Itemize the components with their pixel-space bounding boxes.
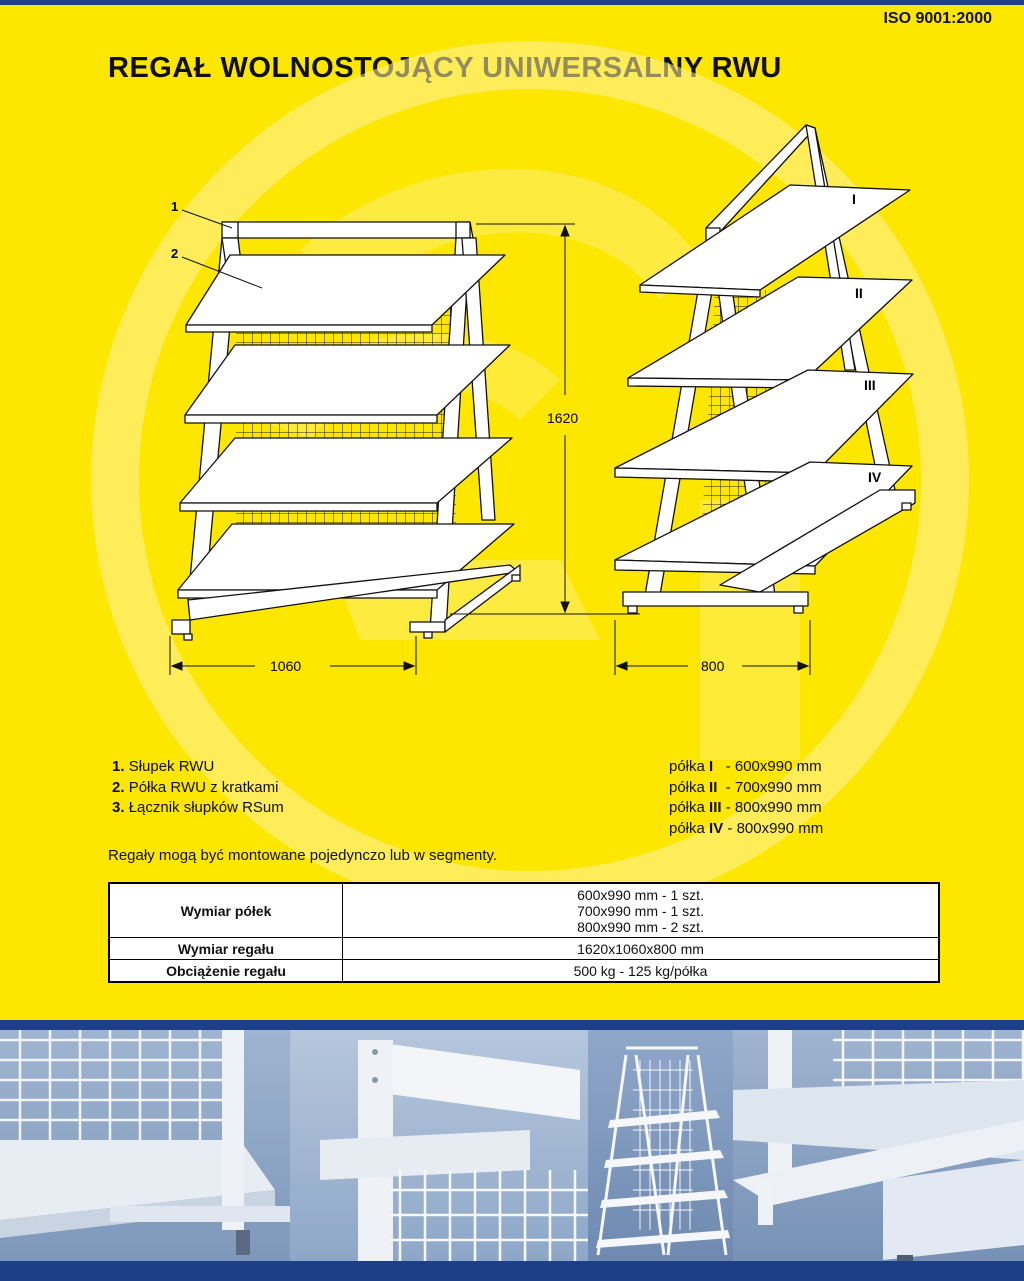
callouts: 1 2: [171, 199, 263, 289]
table-row: Obciążenie regału 500 kg - 125 kg/półka: [108, 959, 940, 983]
photo-strip: [0, 1030, 1024, 1261]
photo-top-beam: [290, 1030, 588, 1261]
width-dimension: [169, 636, 417, 675]
parts-legend: 1. Słupek RWU 2. Półka RWU z kratkami 3.…: [112, 757, 284, 819]
shelf-size-row: półka IV - 800x990 mm: [669, 819, 824, 837]
legend-item: 2. Półka RWU z kratkami: [112, 778, 279, 796]
shelf-size-row: półka III - 800x990 mm: [669, 799, 822, 816]
shelf-mark-iv: IV: [868, 469, 882, 485]
front-view: [171, 221, 521, 641]
spec-label: Wymiar regału: [108, 937, 343, 960]
table-row: Wymiar regału 1620x1060x800 mm: [108, 937, 940, 960]
spec-label: Obciążenie regału: [108, 959, 343, 983]
photo-shelf-corner: [0, 1030, 290, 1261]
table-row: Wymiar półek 600x990 mm - 1 szt. 700x990…: [108, 882, 940, 938]
callout-2: 2: [171, 246, 178, 261]
height-dimension: [450, 223, 640, 615]
callout-1: 1: [171, 199, 178, 214]
dimension-width-label: 1060: [270, 658, 301, 674]
photo-base-detail: [733, 1030, 1024, 1261]
photo-strip-bottom-bar: [0, 1261, 1024, 1281]
spec-value: 500 kg - 125 kg/półka: [342, 959, 940, 983]
dimension-height-label: 1620: [547, 410, 578, 426]
shelf-mark-ii: II: [855, 285, 863, 301]
spec-value: 600x990 mm - 1 szt. 700x990 mm - 1 szt. …: [342, 882, 940, 938]
depth-dimension: [614, 620, 811, 675]
shelf-size-row: półka II - 700x990 mm: [669, 778, 822, 796]
legend-item: 1. Słupek RWU: [112, 758, 215, 775]
shelf-size-row: półka I - 600x990 mm: [669, 758, 822, 775]
assembly-note: Regały mogą być montowane pojedynczo lub…: [108, 847, 498, 864]
spec-table: Wymiar półek 600x990 mm - 1 szt. 700x990…: [108, 882, 940, 983]
shelf-sizes: półka I - 600x990 mm półka II - 700x990 …: [669, 757, 823, 839]
shelf-marks: I II III IV: [852, 191, 882, 485]
photo-strip-top-bar: [0, 1020, 1024, 1030]
legend-item: 3. Łącznik słupków RSum: [112, 799, 284, 816]
shelf-mark-iii: III: [864, 377, 876, 393]
spec-label: Wymiar półek: [108, 882, 343, 938]
technical-drawing: 1 2 1620 1060: [169, 124, 916, 675]
side-view: [614, 124, 916, 614]
iso-certificate: ISO 9001:2000: [883, 10, 992, 27]
top-bar: [0, 0, 1024, 5]
spec-value: 1620x1060x800 mm: [342, 937, 940, 960]
shelf-mark-i: I: [852, 191, 856, 207]
photo-full-shelf: [588, 1030, 733, 1261]
dimension-depth-label: 800: [701, 658, 725, 674]
